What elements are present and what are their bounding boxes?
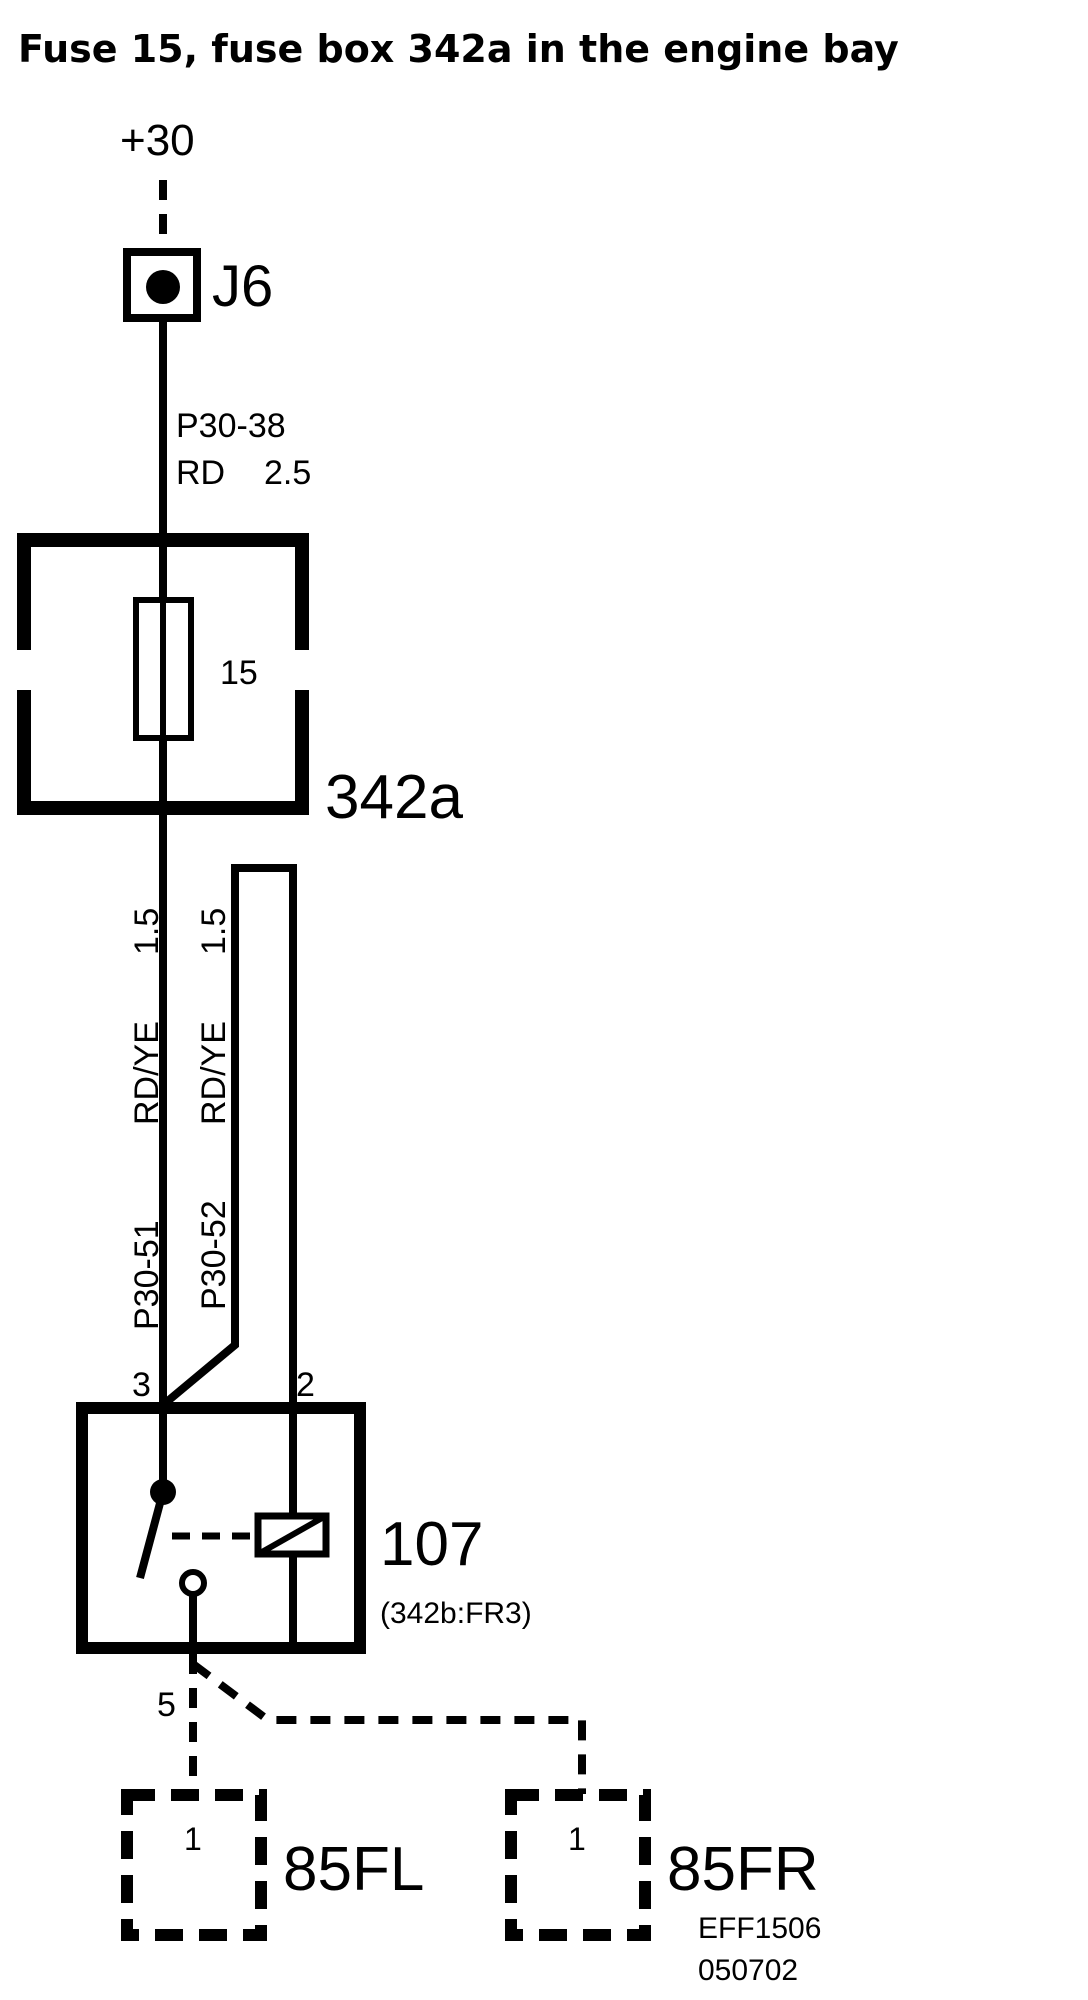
fuse-box-342a bbox=[17, 533, 309, 815]
connector-85fl-box bbox=[121, 1789, 267, 1941]
connector-85fr-box bbox=[505, 1789, 651, 1941]
relay-107-box bbox=[76, 1402, 366, 1654]
relay-pin-5-label: 5 bbox=[157, 1686, 176, 1724]
connector-85fr-pin: 1 bbox=[568, 1821, 586, 1857]
relay-contact-terminal bbox=[179, 1569, 207, 1597]
wire-p30-52 bbox=[160, 864, 297, 1409]
diagram-title: Fuse 15, fuse box 342a in the engine bay bbox=[18, 27, 899, 71]
wire-p30-52-color: RD/YE bbox=[195, 1021, 233, 1125]
wire-p30-52-size: 1.5 bbox=[195, 908, 233, 955]
connector-j6-label: J6 bbox=[212, 254, 273, 319]
relay-pin-3-label: 3 bbox=[132, 1366, 151, 1404]
connector-85fr-label: 85FR bbox=[667, 1835, 819, 1904]
supply-label: +30 bbox=[120, 116, 195, 165]
wire-p30-51-color: RD/YE bbox=[128, 1021, 166, 1125]
wire-p30-38-color: RD bbox=[176, 454, 225, 492]
relay-coil-diagonal bbox=[260, 1515, 324, 1555]
wire-p30-38-size: 2.5 bbox=[264, 454, 311, 492]
relay-location-label: (342b:FR3) bbox=[380, 1597, 532, 1630]
fuse-number-label: 15 bbox=[220, 654, 258, 692]
relay-id-label: 107 bbox=[380, 1510, 483, 1579]
wire-p30-51-size: 1.5 bbox=[128, 908, 166, 955]
relay-pin-2-label: 2 bbox=[296, 1366, 315, 1404]
connector-85fl-label: 85FL bbox=[283, 1835, 424, 1904]
wire-to-85fr bbox=[190, 1660, 586, 1794]
connector-85fl-pin: 1 bbox=[184, 1821, 202, 1857]
relay-switch-blade bbox=[136, 1490, 167, 1580]
connector-j6-dot bbox=[146, 270, 180, 304]
reference-date: 050702 bbox=[698, 1954, 798, 1987]
wire-p30-52-id: P30-52 bbox=[195, 1200, 233, 1310]
wire-p30-38-id: P30-38 bbox=[176, 407, 286, 445]
fuse-box-label: 342a bbox=[325, 763, 463, 832]
wire-p30-51-id: P30-51 bbox=[128, 1220, 166, 1330]
reference-code: EFF1506 bbox=[698, 1912, 821, 1945]
